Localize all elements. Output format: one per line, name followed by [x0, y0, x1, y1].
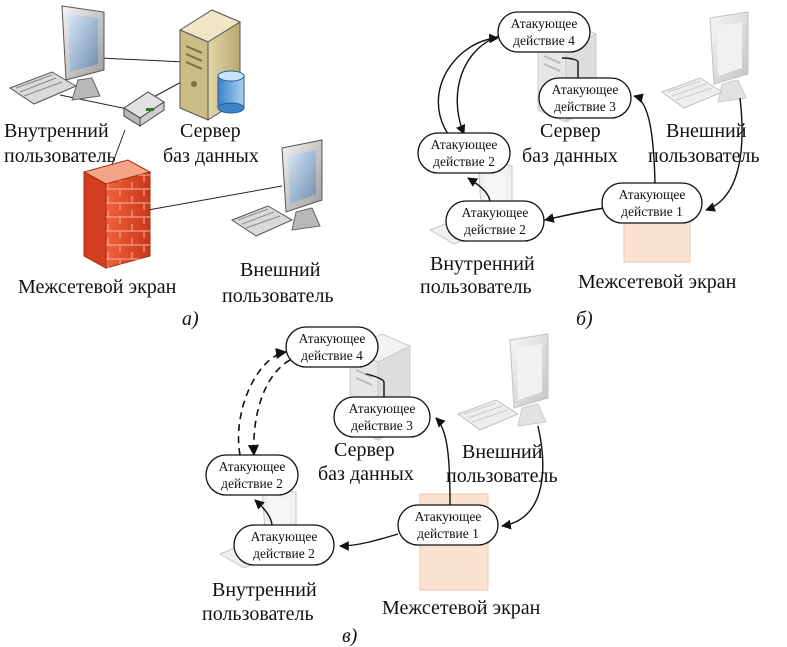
c-node1-line2: действие 1: [417, 526, 479, 541]
c-firewall-label: Межсетевой экран: [382, 597, 541, 619]
c-internal-user-label-1: Внутренний: [212, 579, 317, 601]
b-link-3-to-4: [561, 57, 579, 78]
c-internal-user-label-2: пользователь: [202, 603, 314, 625]
link-firewall-external: [147, 185, 283, 211]
b-node4-line2: действие 4: [513, 33, 575, 48]
b-node2u-line2: действие 2: [433, 154, 495, 169]
b-node3-line1: Атакующее: [552, 82, 619, 97]
b-node2l-line1: Атакующее: [462, 205, 529, 220]
b-node3-line2: действие 3: [554, 99, 616, 114]
c-node2l-line1: Атакующее: [251, 529, 318, 544]
c-external-computer-icon: [456, 333, 549, 431]
panel-c-label: в): [342, 625, 358, 647]
c-node2l-line2: действие 2: [253, 546, 315, 561]
b-arrow-1-to-3: [633, 93, 656, 185]
c-arrow-1-to-2-internal: [339, 533, 399, 551]
b-internal-user-label-2: пользователь: [420, 276, 532, 298]
b-node1-line1: Атакующее: [619, 187, 686, 202]
c-node4-line2: действие 4: [301, 348, 363, 363]
b-db-server-label-2: баз данных: [522, 145, 618, 167]
c-external-user-label-2: пользователь: [446, 465, 558, 487]
b-node-attack-2-upper: Атакующее действие 2: [417, 132, 511, 174]
b-db-server-label-1: Сервер: [540, 120, 601, 142]
a-internal-user-label-1: Внутренний: [4, 120, 109, 142]
c-node-attack-3: Атакующее действие 3: [333, 396, 431, 438]
external-computer-icon: [230, 139, 323, 237]
b-firewall-label: Межсетевой экран: [578, 271, 737, 293]
b-node4-line1: Атакующее: [511, 16, 578, 31]
a-db-server-label-1: Сервер: [180, 120, 241, 142]
c-node3-line2: действие 3: [351, 418, 413, 433]
a-internal-user-label-2: пользователь: [4, 145, 116, 167]
panel-b: Атакующее действие 4 Атакующее действие …: [417, 11, 760, 330]
panel-a: Внутренний пользователь Сервер баз данны…: [4, 5, 334, 330]
db-server-icon: [178, 9, 242, 121]
firewall-icon: [82, 159, 152, 269]
c-node1-line1: Атакующее: [415, 509, 482, 524]
c-node2u-line2: действие 2: [221, 476, 283, 491]
a-external-user-label-1: Внешний: [240, 259, 321, 281]
b-node2l-line2: действие 2: [464, 222, 526, 237]
c-node-attack-2-lower: Атакующее действие 2: [233, 524, 335, 566]
c-db-server-label-2: баз данных: [318, 463, 414, 485]
c-external-user-label-1: Внешний: [462, 441, 543, 463]
b-arrow-2-to-4: [437, 33, 499, 135]
link-internal-switch: [59, 94, 133, 111]
panel-c: Атакующее действие 4 Атакующее действие …: [202, 326, 558, 647]
b-external-user-label-2: пользователь: [648, 145, 760, 167]
b-node-attack-3: Атакующее действие 3: [538, 77, 632, 119]
c-arrow-1-to-3: [435, 417, 451, 506]
c-node-attack-4: Атакующее действие 4: [285, 326, 379, 368]
a-firewall-label: Межсетевой экран: [18, 276, 177, 298]
c-dashed-arrow-4-to-2: [247, 359, 291, 457]
c-node4-line1: Атакующее: [299, 331, 366, 346]
c-link-3-to-4: [365, 373, 385, 397]
b-arrow-4-to-2: [456, 33, 506, 135]
b-node-attack-4: Атакующее действие 4: [497, 11, 591, 53]
c-dashed-arrow-2-to-4: [237, 347, 288, 456]
b-node2u-line1: Атакующее: [431, 137, 498, 152]
b-arrow-1-to-2-internal: [544, 207, 605, 223]
c-node2u-line1: Атакующее: [219, 459, 286, 474]
c-db-server-label-1: Сервер: [334, 439, 395, 461]
c-node3-line1: Атакующее: [349, 401, 416, 416]
c-node-attack-2-upper: Атакующее действие 2: [205, 454, 299, 496]
b-internal-user-label-1: Внутренний: [430, 253, 535, 275]
a-external-user-label-2: пользователь: [222, 285, 334, 307]
switch-icon: [123, 91, 165, 127]
a-db-server-label-2: баз данных: [163, 145, 259, 167]
b-node-attack-1: Атакующее действие 1: [601, 182, 703, 224]
b-external-computer-icon: [660, 11, 749, 109]
database-cylinder-icon: [217, 70, 245, 114]
b-node-attack-2-lower: Атакующее действие 2: [445, 200, 545, 242]
panel-a-label: а): [182, 308, 199, 330]
b-external-user-label-1: Внешний: [666, 120, 747, 142]
link-internal-server: [99, 57, 186, 63]
internal-computer-icon: [8, 5, 105, 105]
link-switch-firewall: [109, 129, 126, 171]
b-node1-line2: действие 1: [621, 204, 683, 219]
panel-b-label: б): [576, 308, 593, 330]
b-arrow-external-to-1: [705, 97, 743, 212]
c-arrow-external-to-1: [501, 425, 544, 530]
c-arrow-internal2-to-2: [254, 499, 273, 527]
c-node-attack-1: Атакующее действие 1: [397, 504, 499, 546]
